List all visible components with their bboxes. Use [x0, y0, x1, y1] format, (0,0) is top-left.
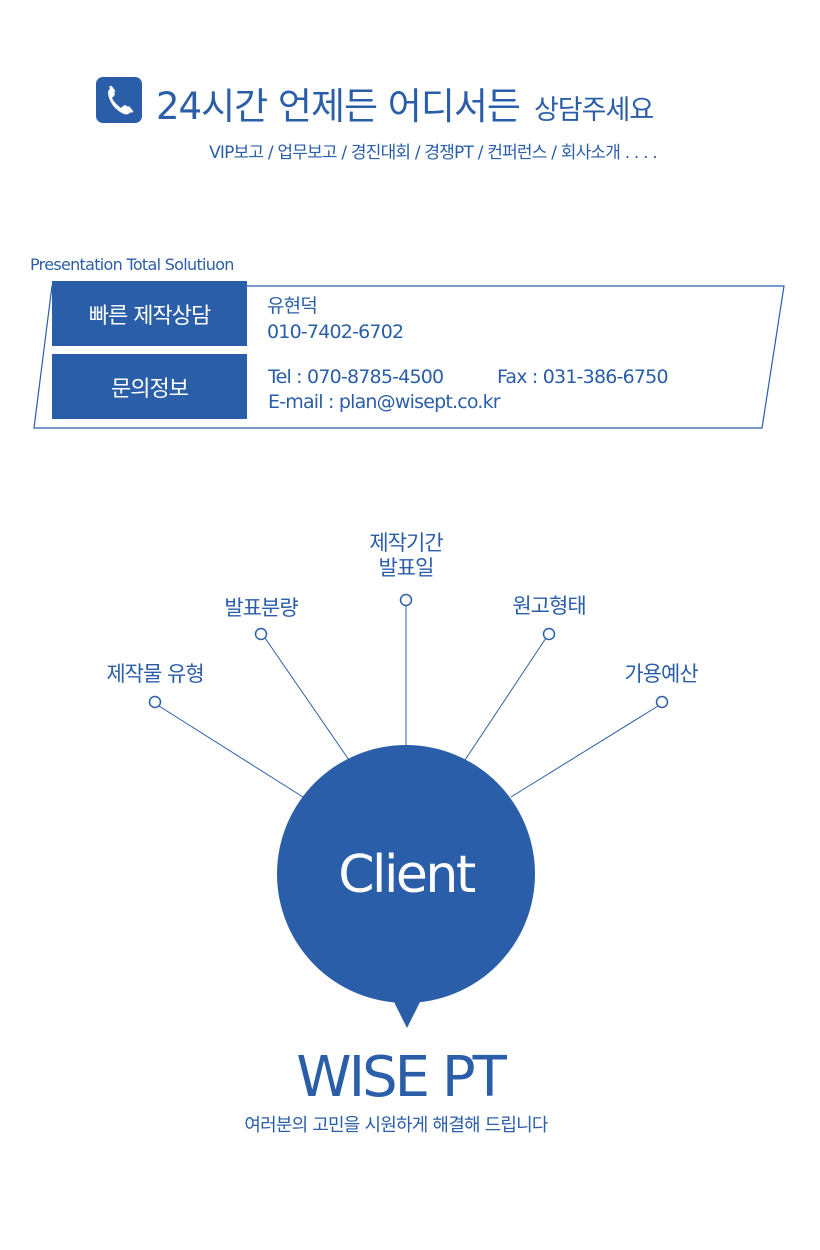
node-label-line: 제작기간	[369, 531, 443, 555]
connector-line	[510, 705, 659, 798]
node-dot	[148, 695, 162, 709]
node-schedule: 제작기간 발표일	[336, 531, 476, 581]
client-bubble-tail	[392, 998, 422, 1028]
connector-line	[264, 637, 350, 761]
client-bubble	[277, 745, 535, 1003]
node-label-line: 가용예산	[624, 662, 698, 686]
headline: 24시간 언제든 어디서든 상담주세요	[156, 76, 654, 128]
client-label: Client	[338, 845, 476, 905]
node-dot	[542, 627, 556, 641]
node-product-type: 제작물 유형	[73, 662, 237, 687]
node-manuscript-type: 원고형태	[484, 594, 614, 619]
phone-icon	[96, 77, 142, 123]
brand-slogan: 여러분의 고민을 시원하게 해결해 드립니다	[244, 1115, 548, 1136]
node-label-line: 발표일	[378, 556, 435, 580]
node-label-line: 발표분량	[224, 596, 298, 620]
services-list: VIP보고 / 업무보고 / 경진대회 / 경쟁PT / 컨퍼런스 / 회사소개…	[209, 143, 658, 163]
quick-consult-label: 빠른 제작상담	[52, 281, 247, 346]
headline-main: 24시간 언제든 어디서든	[156, 85, 521, 128]
tagline: Presentation Total Solutiuon	[30, 255, 234, 274]
node-dot	[254, 627, 268, 641]
contact-email[interactable]: E-mail : plan@wisept.co.kr	[268, 391, 501, 413]
contact-tel: Tel : 070-8785-4500	[268, 366, 444, 388]
connector-line	[464, 637, 547, 761]
contact-info-label: 문의정보	[52, 354, 247, 419]
contact-frame	[33, 285, 785, 429]
headline-sub: 상담주세요	[533, 95, 654, 126]
node-dot	[399, 593, 413, 607]
node-label-line: 제작물 유형	[106, 662, 204, 686]
node-presentation-length: 발표분량	[196, 596, 326, 621]
contact-mobile: 010-7402-6702	[267, 321, 404, 343]
node-dot	[655, 695, 669, 709]
connector-line	[158, 705, 304, 798]
node-label-line: 원고형태	[512, 594, 586, 618]
node-budget: 가용예산	[596, 662, 726, 687]
contact-name: 유현덕	[267, 295, 318, 317]
brand-name: WISE PT	[296, 1045, 507, 1110]
contact-fax: Fax : 031-386-6750	[497, 366, 669, 388]
